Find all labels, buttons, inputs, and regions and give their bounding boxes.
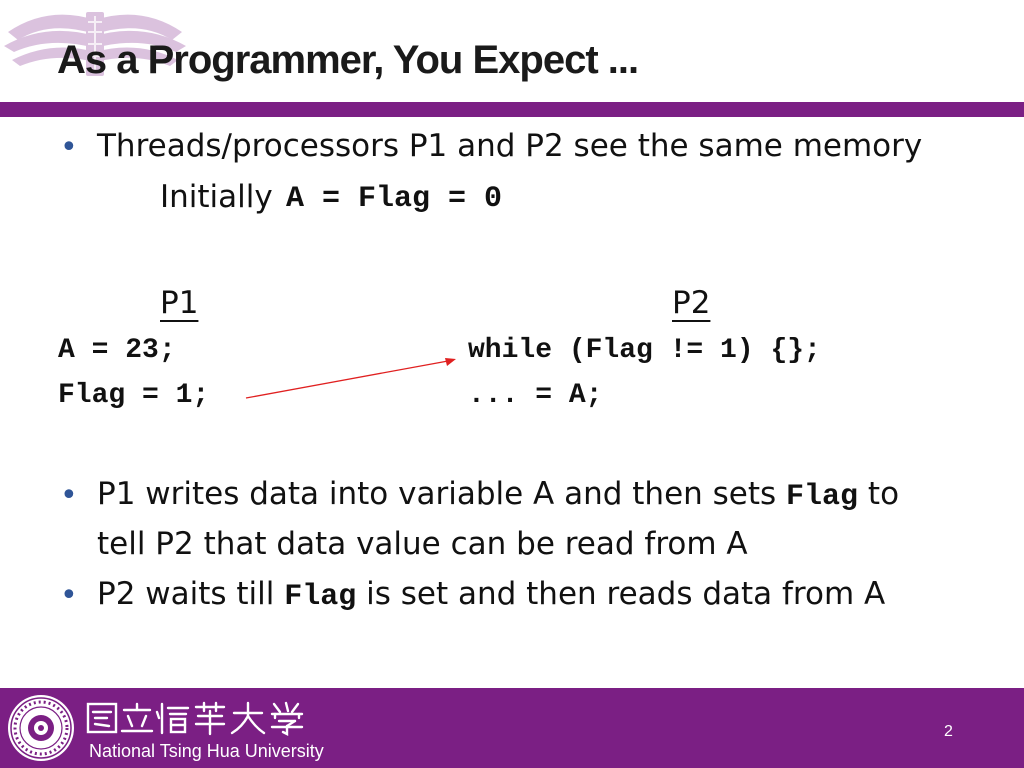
bullet-2-text-line2: tell P2 that data value can be read from… — [97, 526, 748, 562]
bullet-3-text-after: is set and then reads data from A — [366, 576, 886, 612]
bullet-text-p2-waits: P2 waits till Flag is set and then reads… — [97, 576, 886, 614]
p2-header: P2 — [672, 285, 711, 321]
bullet-3-text-before: P2 waits till — [97, 576, 275, 612]
flag-code-inline: Flag — [284, 580, 357, 614]
bullet-marker: • — [60, 130, 78, 165]
initially-code: A = Flag = 0 — [286, 182, 503, 216]
flag-code-inline: Flag — [786, 480, 859, 514]
slide-title: As a Programmer, You Expect ... — [57, 38, 639, 82]
initially-label: Initially — [160, 179, 273, 215]
bullet-text-p1-writes: P1 writes data into variable A and then … — [97, 476, 900, 514]
p1-code-line: Flag = 1; — [58, 380, 210, 411]
bullet-2-text-after: to — [867, 476, 900, 512]
chinese-name-calligraphy-icon — [86, 701, 304, 736]
page-number: 2 — [944, 723, 953, 740]
p2-code-line: while (Flag != 1) {}; — [468, 335, 821, 366]
bullet-text-shared-memory: Threads/processors P1 and P2 see the sam… — [97, 128, 923, 164]
university-logo-icon — [4, 12, 186, 76]
bullet-2-text-before: P1 writes data into variable A and then … — [97, 476, 777, 512]
bullet-marker: • — [60, 478, 78, 513]
p1-header: P1 — [160, 285, 199, 321]
bullet-marker: • — [60, 578, 78, 613]
university-seal-icon — [8, 695, 74, 761]
p2-code-line: ... = A; — [468, 380, 603, 411]
p1-code-line: A = 23; — [58, 335, 176, 366]
footer-university-name: National Tsing Hua University — [89, 741, 324, 761]
title-divider-bar — [0, 102, 1024, 117]
